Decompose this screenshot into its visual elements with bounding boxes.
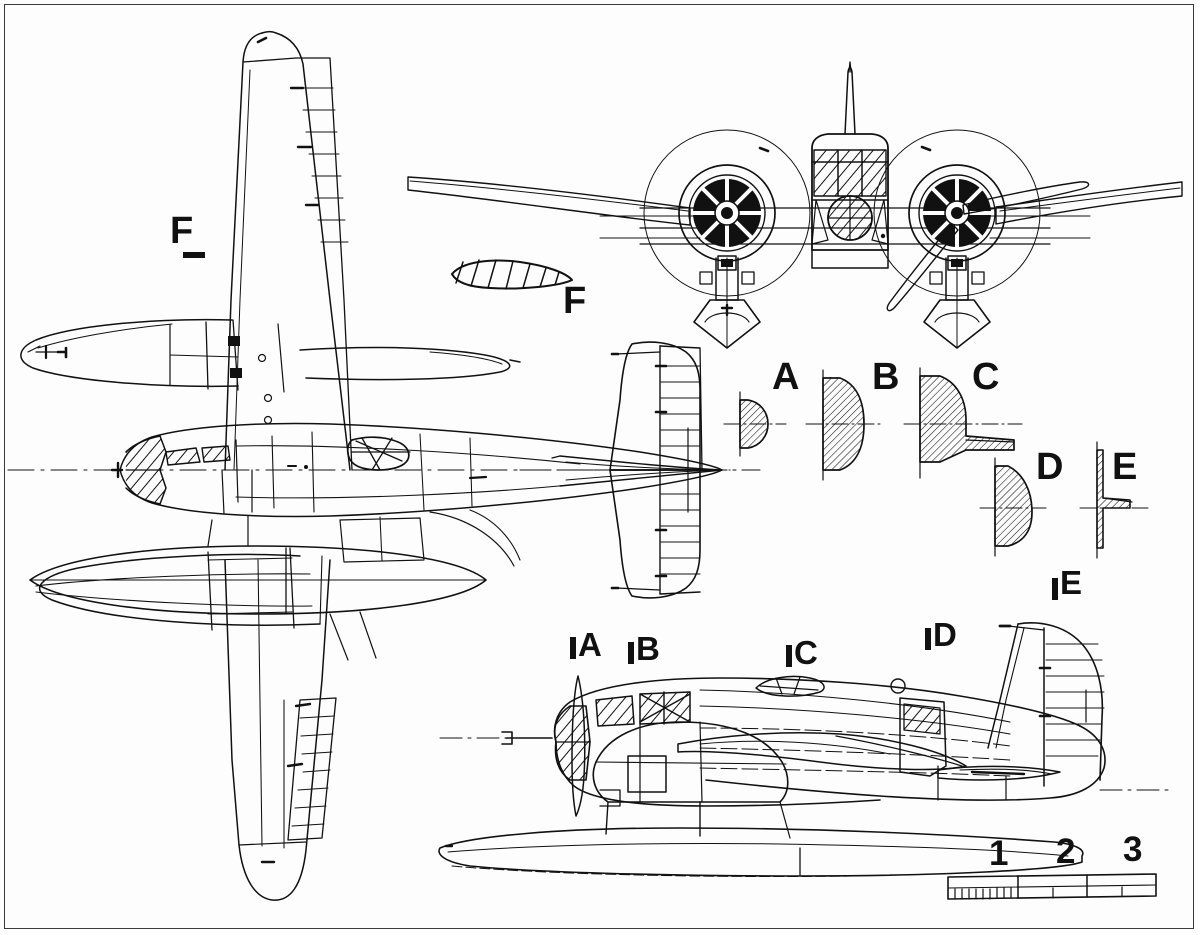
section-marker-f-plan xyxy=(183,252,205,258)
side-tail xyxy=(937,622,1171,801)
cross-section-e xyxy=(1079,441,1151,559)
station-label-d: D xyxy=(933,616,957,653)
cross-section-label-e: E xyxy=(1112,446,1138,488)
side-float xyxy=(438,801,1084,878)
side-dorsal-turret xyxy=(755,675,825,697)
plan-tail-root xyxy=(56,319,285,425)
cross-section-a xyxy=(723,391,787,457)
cross-section-label-c: C xyxy=(972,356,1000,398)
station-label-c: C xyxy=(794,634,818,671)
station-marker-c xyxy=(786,645,792,667)
rear-tail-view xyxy=(519,341,761,599)
station-label-b: B xyxy=(636,630,660,667)
scale-tick-label-1: 1 xyxy=(989,834,1009,873)
side-wing xyxy=(677,731,967,771)
cross-section-label-b: B xyxy=(872,356,900,398)
front-engines xyxy=(678,164,1090,312)
scale-tick-label-3: 3 xyxy=(1123,830,1143,869)
plan-lower-wing xyxy=(224,559,337,901)
station-marker-b xyxy=(628,642,634,664)
side-view xyxy=(438,622,1171,878)
cross-section-c xyxy=(903,367,1023,479)
front-floats xyxy=(693,255,991,349)
airfoil-section-f xyxy=(451,259,573,290)
station-label-e: E xyxy=(1060,564,1083,601)
plan-upper-stabiliser xyxy=(20,318,239,388)
side-fuselage xyxy=(553,677,1106,807)
front-wing xyxy=(407,176,1183,245)
front-view xyxy=(407,61,1183,349)
cross-section-label-d: D xyxy=(1036,446,1064,488)
side-door xyxy=(890,678,947,777)
plan-float-lower xyxy=(29,545,487,615)
scale-bar xyxy=(947,873,1157,900)
scale-bar-subdivisions xyxy=(954,887,1012,900)
station-label-a: A xyxy=(578,626,602,663)
rear-fin-ribs xyxy=(660,365,701,447)
plan-fuselage xyxy=(110,422,723,518)
plan-view xyxy=(7,30,731,901)
cross-section-figures xyxy=(451,259,1151,559)
side-nose-glazing xyxy=(439,675,691,817)
side-rudder-ribs xyxy=(1045,643,1105,757)
station-marker-e xyxy=(1052,578,1058,600)
front-fuselage xyxy=(811,61,889,269)
plan-wing xyxy=(35,547,323,631)
section-label-f-airfoil: F xyxy=(563,280,587,322)
station-marker-d xyxy=(925,628,931,650)
cross-section-d xyxy=(979,457,1047,557)
side-nacelle xyxy=(592,721,789,807)
cross-section-label-a: A xyxy=(772,356,800,398)
station-marker-a xyxy=(570,637,576,659)
plan-stabiliser-tip-right xyxy=(299,346,521,381)
scale-tick-label-2: 2 xyxy=(1056,832,1076,871)
plan-vertical-fin xyxy=(224,30,353,471)
plan-wing-root xyxy=(339,509,521,567)
cross-section-b xyxy=(805,369,883,481)
plan-strut-lines xyxy=(207,469,377,661)
section-label-f-plan: F xyxy=(170,210,194,252)
